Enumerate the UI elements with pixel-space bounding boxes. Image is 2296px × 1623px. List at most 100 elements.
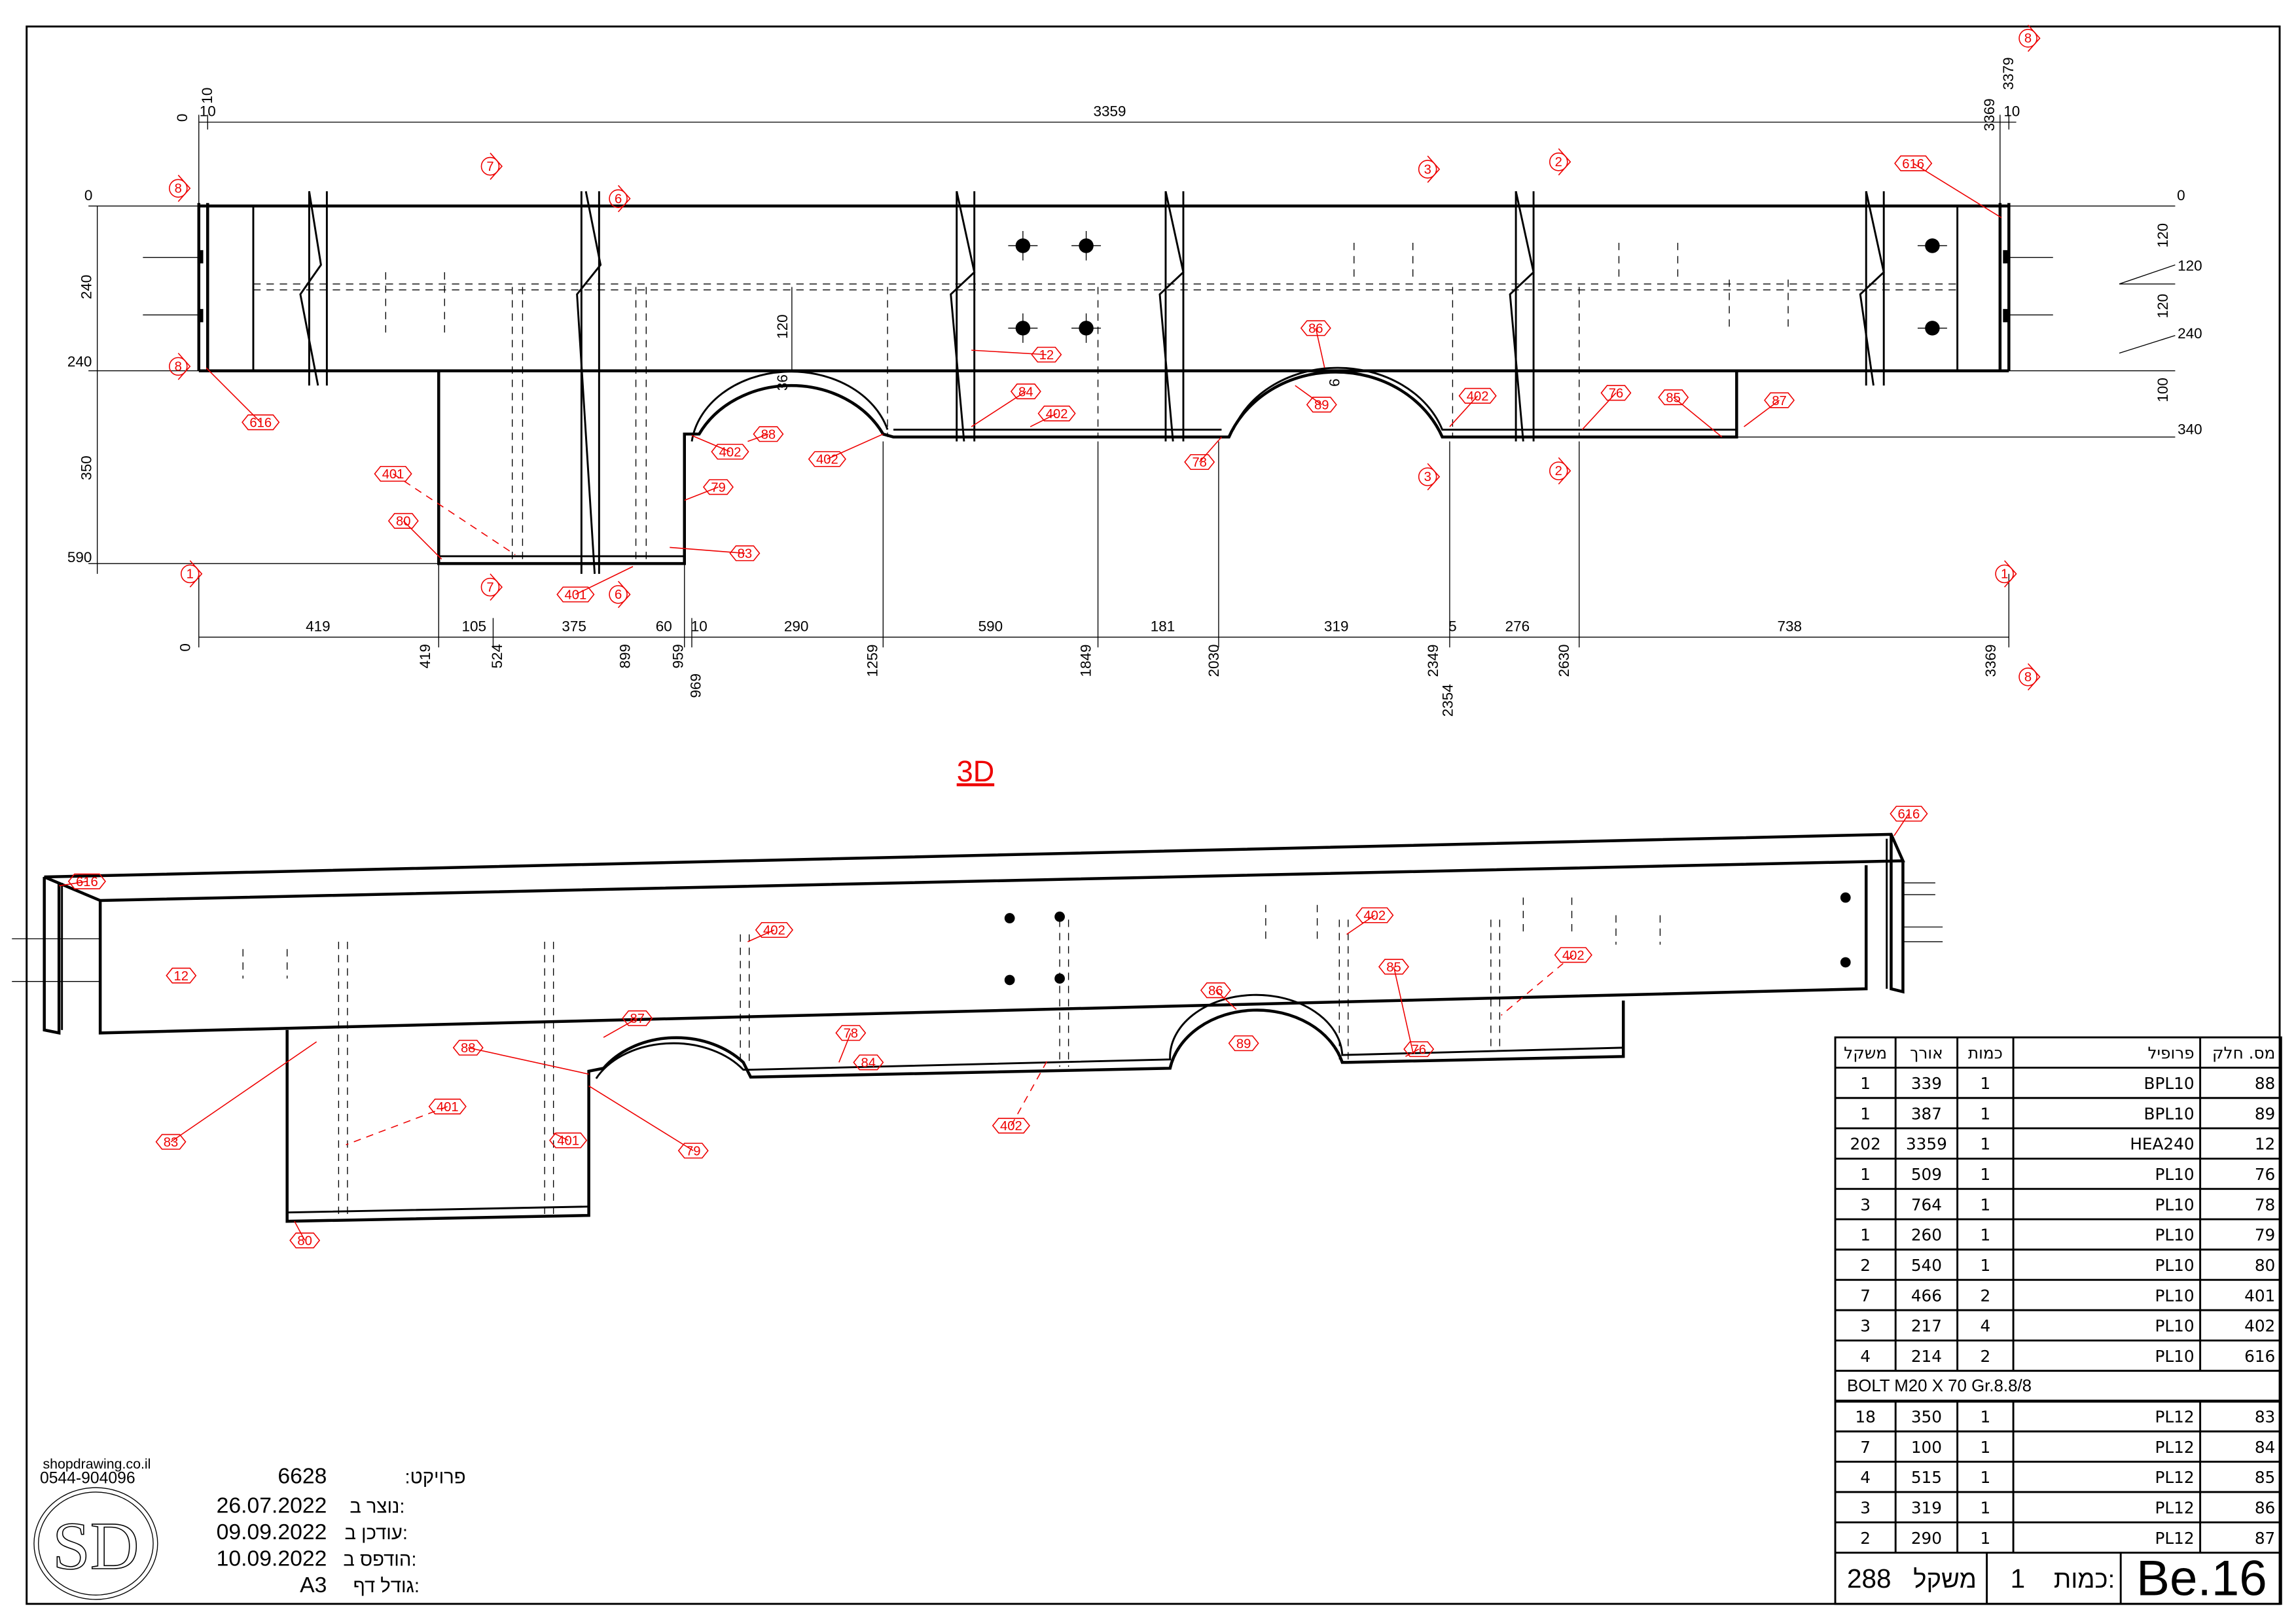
part-tag: 402	[992, 1059, 1049, 1133]
part-tag: 616	[59, 873, 107, 889]
part-tag: 80	[387, 512, 442, 560]
part-tag-label: 76	[1411, 1043, 1426, 1057]
table-cell: 1	[1860, 1165, 1871, 1184]
table-cell: 509	[1911, 1165, 1942, 1184]
dimension-label: 2630	[1556, 645, 1572, 677]
section-number: 7	[486, 160, 493, 174]
table-cell: 1	[1980, 1438, 1990, 1457]
table-cell: 350	[1911, 1408, 1942, 1427]
assembly-mark: Be.16	[2136, 1550, 2267, 1606]
table-cell: 290	[1911, 1529, 1942, 1548]
dimension-label: 524	[489, 644, 505, 669]
part-tag: 402	[691, 435, 749, 459]
column-header: פרופיל	[2147, 1044, 2194, 1063]
table-cell: 85	[2255, 1468, 2275, 1487]
phone: 0544-904096	[40, 1469, 135, 1487]
view-3d-title: 3D	[957, 755, 994, 788]
table-cell: PL12	[2155, 1529, 2194, 1548]
section-number: 3	[1424, 162, 1431, 177]
table-cell: 83	[2255, 1408, 2275, 1427]
part-tag-label: 12	[1039, 348, 1054, 363]
dimension-label: 100	[2155, 378, 2171, 402]
bolt-note: BOLT M20 X 70 Gr.8.8/8	[1847, 1377, 2032, 1395]
table-cell: 3	[1860, 1195, 1871, 1214]
part-tag: 402	[808, 433, 884, 467]
part-tag: 89	[1295, 385, 1337, 413]
dimension-label: 899	[617, 644, 634, 669]
table-cell: 339	[1911, 1074, 1942, 1093]
table-cell: 4	[1860, 1347, 1871, 1366]
section-number: 6	[615, 588, 622, 602]
dimension-label: 2030	[1206, 645, 1222, 677]
table-cell: 3	[1860, 1317, 1871, 1336]
part-tag: 402	[747, 921, 794, 942]
table-cell: 1	[1860, 1074, 1871, 1093]
table-cell: 3359	[1906, 1135, 1947, 1154]
project-value: 6628	[278, 1463, 327, 1488]
table-cell: 79	[2255, 1226, 2275, 1245]
part-tag-label: 88	[461, 1041, 476, 1056]
dimension-label: 240	[2178, 325, 2202, 342]
table-cell: 1	[1980, 1135, 1990, 1154]
dimension-label: 0	[2177, 187, 2185, 204]
column-header: אורך	[1910, 1044, 1943, 1063]
table-cell: 515	[1911, 1468, 1942, 1487]
table-cell: 100	[1911, 1438, 1942, 1457]
table-cell: 1	[1980, 1165, 1990, 1184]
part-tag: 12	[971, 346, 1062, 363]
table-cell: 1	[1980, 1226, 1990, 1245]
section-number: 3	[1424, 470, 1431, 484]
section-number: 7	[486, 580, 493, 595]
section-marker: 8	[169, 175, 191, 202]
table-cell: 319	[1911, 1498, 1942, 1517]
printed-label: הודפס ב:	[343, 1549, 416, 1570]
section-number: 2	[1555, 155, 1562, 169]
part-tag: 89	[1228, 1035, 1259, 1051]
dimension-label: 240	[79, 275, 95, 300]
svg-text:SD: SD	[52, 1509, 139, 1584]
sheet-size-value: A3	[300, 1573, 327, 1597]
part-tag: 12	[166, 967, 197, 984]
table-cell: 4	[1980, 1317, 1990, 1336]
table-cell: 1	[1860, 1226, 1871, 1245]
dimension-label: 375	[562, 618, 586, 635]
part-tag-label: 87	[1772, 394, 1787, 408]
updated-value: 09.09.2022	[217, 1520, 327, 1544]
table-cell: 3	[1860, 1498, 1871, 1517]
table-cell: 260	[1911, 1226, 1942, 1245]
table-cell: 1	[1980, 1408, 1990, 1427]
part-tag: 84	[971, 383, 1041, 427]
table-cell: 12	[2255, 1135, 2275, 1154]
part-tag-label: 616	[76, 875, 98, 889]
part-tag-label: 85	[1666, 391, 1681, 405]
table-cell: 1	[1980, 1468, 1990, 1487]
column-header: משקל	[1844, 1044, 1887, 1063]
part-tag: 76	[1403, 1041, 1435, 1057]
sheet-border	[26, 26, 2281, 1605]
table-cell: PL10	[2155, 1347, 2194, 1366]
dimension-label: 1259	[864, 645, 880, 677]
dimension-label: 276	[1505, 618, 1530, 635]
dimension-label: 120	[774, 314, 791, 338]
part-tag-label: 83	[738, 547, 752, 562]
dimension-label: 3359	[1094, 103, 1126, 120]
table-cell: PL12	[2155, 1498, 2194, 1517]
part-tag-label: 616	[1902, 157, 1924, 171]
dimension-label: 0	[177, 643, 193, 651]
table-cell: 764	[1911, 1195, 1942, 1214]
dimension-label: 3369	[1981, 98, 1998, 131]
quantity-value: 1	[2011, 1563, 2026, 1594]
table-cell: 540	[1911, 1256, 1942, 1275]
table-cell: 1	[1860, 1104, 1871, 1123]
